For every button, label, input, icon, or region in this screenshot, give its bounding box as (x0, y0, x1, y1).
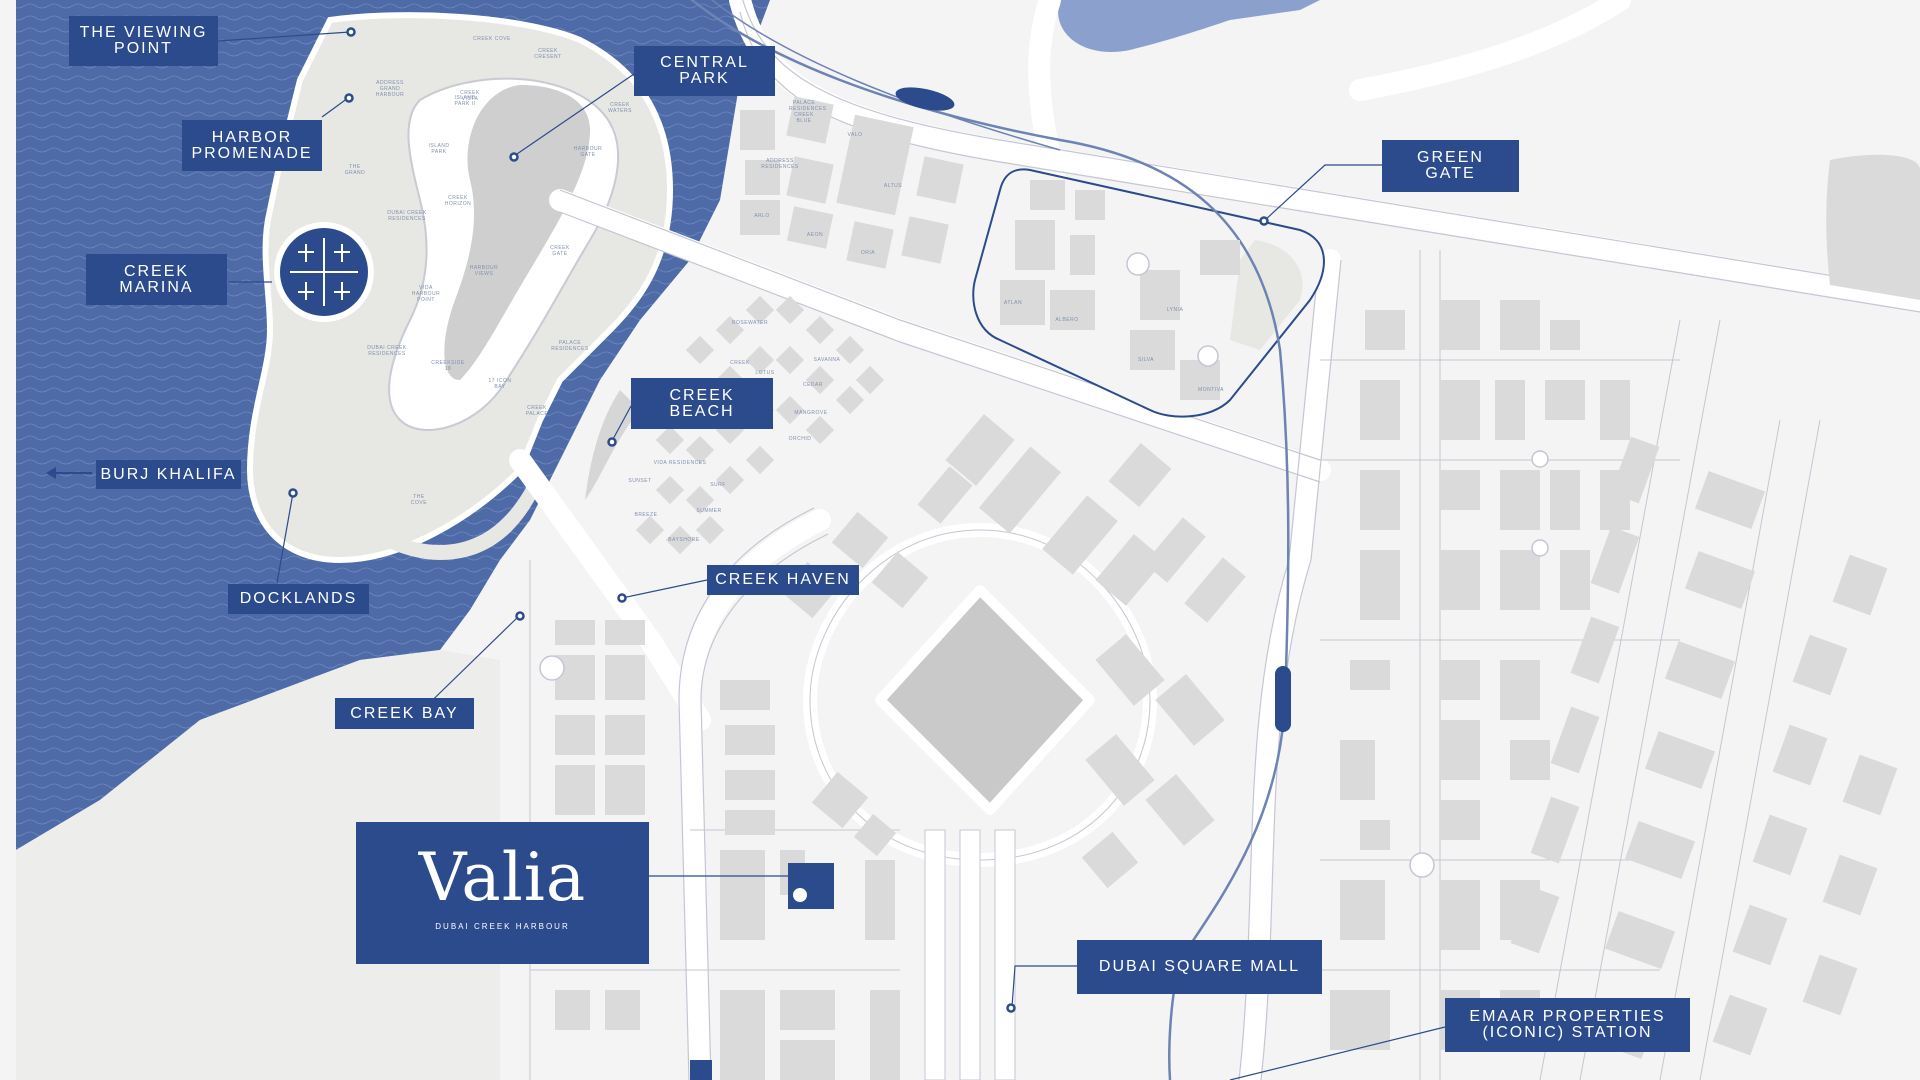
district-label: CEDAR (802, 382, 823, 388)
label-central-park[interactable]: CENTRAL PARK (634, 46, 775, 96)
pond-north (1058, 0, 1320, 52)
label-creek-marina[interactable]: CREEK MARINA (86, 254, 227, 305)
label-line: BEACH (669, 402, 735, 420)
label-creek-bay[interactable]: CREEK BAY (335, 698, 474, 729)
district-label: ORIA (860, 250, 876, 256)
label-line: CREEK (669, 386, 735, 404)
label-the-viewing-point[interactable]: THE VIEWING POINT (69, 16, 218, 66)
district-label: SAVANNA (813, 357, 841, 363)
label-docklands[interactable]: DOCKLANDS (228, 584, 369, 614)
district-label: PALACE RESIDENCES (551, 340, 589, 352)
district-label: ADDRESS RESIDENCES (761, 158, 799, 170)
district-label: CREEKSIDE 18 (431, 360, 465, 372)
district-label: VALO (847, 132, 863, 138)
label-line: BURJ KHALIFA (100, 465, 237, 483)
label-line: PROMENADE (191, 144, 313, 162)
district-label: VIDA RESIDENCES (653, 460, 707, 466)
label-creek-beach[interactable]: CREEK BEACH (631, 378, 773, 429)
district-label: CREEK (730, 360, 750, 366)
valia-brand-box[interactable]: Valia DUBAI CREEK HARBOUR (356, 822, 649, 964)
docklands-pier (290, 460, 540, 560)
district-label: LYNIA (1166, 307, 1184, 313)
leader-lines (217, 31, 1446, 1080)
district-label: 17 ICON BAY (488, 378, 512, 390)
metro-line-secondary (710, 0, 1061, 151)
district-label: THE GRAND (344, 164, 366, 176)
dubai-square-plaza (875, 585, 1095, 815)
district-label: SURF (710, 482, 726, 488)
arrow-left-icon (46, 467, 92, 479)
district-label: CREEK PALACE (525, 405, 549, 417)
district-label: ARLO (754, 213, 770, 219)
label-line: CENTRAL (660, 54, 749, 71)
label-line: GREEN (1417, 149, 1484, 166)
valia-logo: Valia (418, 839, 587, 916)
major-roads (509, 0, 1920, 1080)
boulevard (924, 829, 1016, 1080)
valia-tagline: DUBAI CREEK HARBOUR (435, 922, 570, 931)
label-line: POINT (114, 40, 173, 57)
label-green-gate[interactable]: GREEN GATE (1382, 140, 1519, 192)
south-plot (690, 1060, 712, 1080)
roundabouts (539, 252, 1549, 878)
label-line: DUBAI SQUARE MALL (1098, 958, 1301, 975)
label-burj-khalifa[interactable]: BURJ KHALIFA (96, 460, 241, 489)
district-label: ISLAND PARK II (454, 95, 476, 107)
district-label: SILVA (1138, 357, 1154, 363)
district-label: CREEK HORIZON (444, 195, 472, 207)
district-label: BAYSHORE (668, 537, 700, 543)
label-line: CREEK (123, 262, 190, 280)
marina-piers (290, 238, 358, 306)
valia-plot (788, 863, 834, 909)
label-line: EMAAR PROPERTIES (1469, 1008, 1666, 1025)
label-line: THE VIEWING (79, 24, 208, 41)
district-label: SUNSET (628, 478, 652, 484)
district-label: LOTUS (755, 370, 775, 376)
district-label: PALACE RESIDENCES CREEK BLUE (789, 100, 827, 124)
label-line: GATE (1425, 165, 1476, 182)
label-line: HARBOR (211, 128, 293, 146)
label-creek-haven[interactable]: CREEK HAVEN (707, 565, 859, 595)
district-label: AEON (806, 232, 824, 238)
building-blocks (555, 96, 1920, 1080)
district-label: CREEK VISTA (460, 90, 480, 102)
valia-plot-marker (793, 888, 807, 902)
label-line: CREEK HAVEN (715, 571, 851, 588)
district-label: ALBERO (1055, 317, 1079, 323)
district-label: DUBAI CREEK RESIDENCES (367, 345, 407, 357)
district-label: SUMMER (696, 508, 722, 514)
south-land (16, 650, 500, 1080)
metro-station-east (1275, 666, 1291, 732)
district-label: ATLAN (1003, 300, 1023, 306)
district-label: BREEZE (634, 512, 658, 518)
district-label: CREEK WATERS (608, 102, 632, 114)
label-emaar-station[interactable]: EMAAR PROPERTIES (ICONIC) STATION (1445, 998, 1690, 1052)
label-line: PARK (679, 70, 730, 87)
district-label: ORCHID (788, 436, 812, 442)
label-line: MARINA (119, 278, 194, 296)
district-label: VIDA HARBOUR POINT (411, 285, 441, 303)
district-label: HARBOUR VIEWS (469, 265, 499, 277)
district-label: CREEK CRESENT (534, 48, 562, 60)
label-dubai-square-mall[interactable]: DUBAI SQUARE MALL (1077, 940, 1322, 994)
district-label: ADDRESS GRAND HARBOUR (375, 80, 405, 98)
district-label: ISLAND PARK (428, 143, 450, 155)
district-label: CREEK GATE (550, 245, 570, 257)
label-line: CREEK BAY (350, 704, 459, 722)
district-label: DUBAI CREEK RESIDENCES (387, 210, 427, 222)
district-label: THE COVE (410, 494, 428, 506)
district-label: ALTUS (883, 183, 903, 189)
district-label: MONTIVA (1198, 387, 1224, 393)
district-label: MANGROVE (794, 410, 828, 416)
label-harbor-promenade[interactable]: HARBOR PROMENADE (182, 120, 322, 171)
central-park-green (444, 85, 590, 380)
district-label: ROSEWATER (731, 320, 769, 326)
metro-station-north (895, 87, 955, 111)
district-label: HARBOUR GATE (573, 146, 603, 158)
location-pins[interactable] (288, 27, 1269, 1013)
district-label: CREEK COVE (473, 36, 511, 42)
label-line: DOCKLANDS (239, 590, 358, 607)
label-line: (ICONIC) STATION (1482, 1024, 1653, 1041)
